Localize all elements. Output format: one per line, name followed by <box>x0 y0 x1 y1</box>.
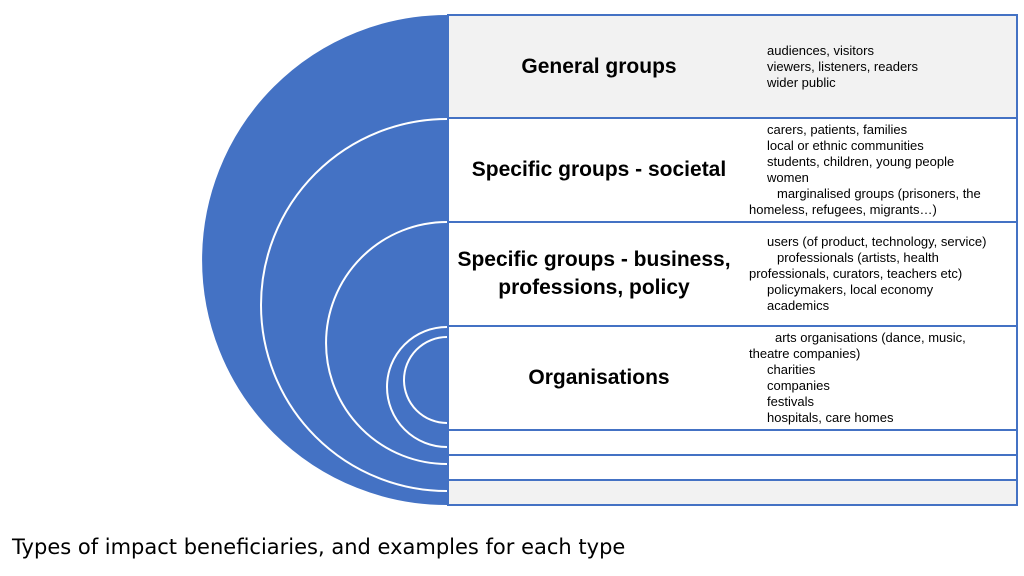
example-item: theatre companies) <box>749 346 861 361</box>
row-empty-2 <box>447 454 1018 481</box>
example-item: users (of product, technology, service) <box>767 234 987 249</box>
concentric-semicircles <box>202 14 448 506</box>
example-item: audiences, visitors <box>767 42 874 58</box>
example-item: carers, patients, families <box>767 122 908 137</box>
example-item: policymakers, local economy <box>767 282 934 297</box>
arc-ring-4 <box>403 336 448 424</box>
example-item: arts organisations (dance, music, <box>775 330 966 345</box>
example-item: academics <box>767 298 830 313</box>
example-item: students, children, young people <box>767 154 955 169</box>
group-examples: arts organisations (dance, music, theatr… <box>749 330 1008 426</box>
arc-ring-1 <box>260 118 448 492</box>
row-general-groups: General groups audiences, visitors viewe… <box>447 14 1018 119</box>
group-examples: carers, patients, families local or ethn… <box>749 122 1008 218</box>
row-empty-3 <box>447 479 1018 506</box>
example-item: companies <box>767 378 830 393</box>
example-item: homeless, refugees, migrants…) <box>749 202 937 217</box>
arc-ring-2 <box>325 221 448 465</box>
example-item: hospitals, care homes <box>767 410 894 425</box>
row-specific-business: Specific groups - business, professions,… <box>447 221 1018 327</box>
row-specific-societal: Specific groups - societal carers, patie… <box>447 117 1018 223</box>
example-item: festivals <box>767 394 814 409</box>
group-title: General groups <box>521 54 677 78</box>
group-title: Specific groups - business, professions,… <box>457 248 731 299</box>
row-empty-1 <box>447 429 1018 456</box>
group-examples: audiences, visitors viewers, listeners, … <box>749 43 1008 91</box>
example-item: professionals (artists, health <box>777 250 939 265</box>
example-item: marginalised groups (prisoners, the <box>777 186 981 201</box>
arc-ring-3 <box>386 326 448 448</box>
group-examples: users (of product, technology, service) … <box>749 234 1008 314</box>
example-item: local or ethnic communities <box>767 138 924 153</box>
group-title: Specific groups - societal <box>471 158 727 181</box>
figure-caption: Types of impact beneficiaries, and examp… <box>12 535 626 559</box>
beneficiaries-diagram: General groups audiences, visitors viewe… <box>202 14 1018 506</box>
example-item: wider public <box>767 74 836 90</box>
example-item: viewers, listeners, readers <box>767 58 918 74</box>
group-title: Organisations <box>528 366 670 389</box>
example-item: charities <box>767 362 816 377</box>
example-item: women <box>767 170 809 185</box>
outer-half-disc <box>202 14 448 506</box>
row-organisations: Organisations arts organisations (dance,… <box>447 325 1018 431</box>
example-item: professionals, curators, teachers etc) <box>749 266 963 281</box>
